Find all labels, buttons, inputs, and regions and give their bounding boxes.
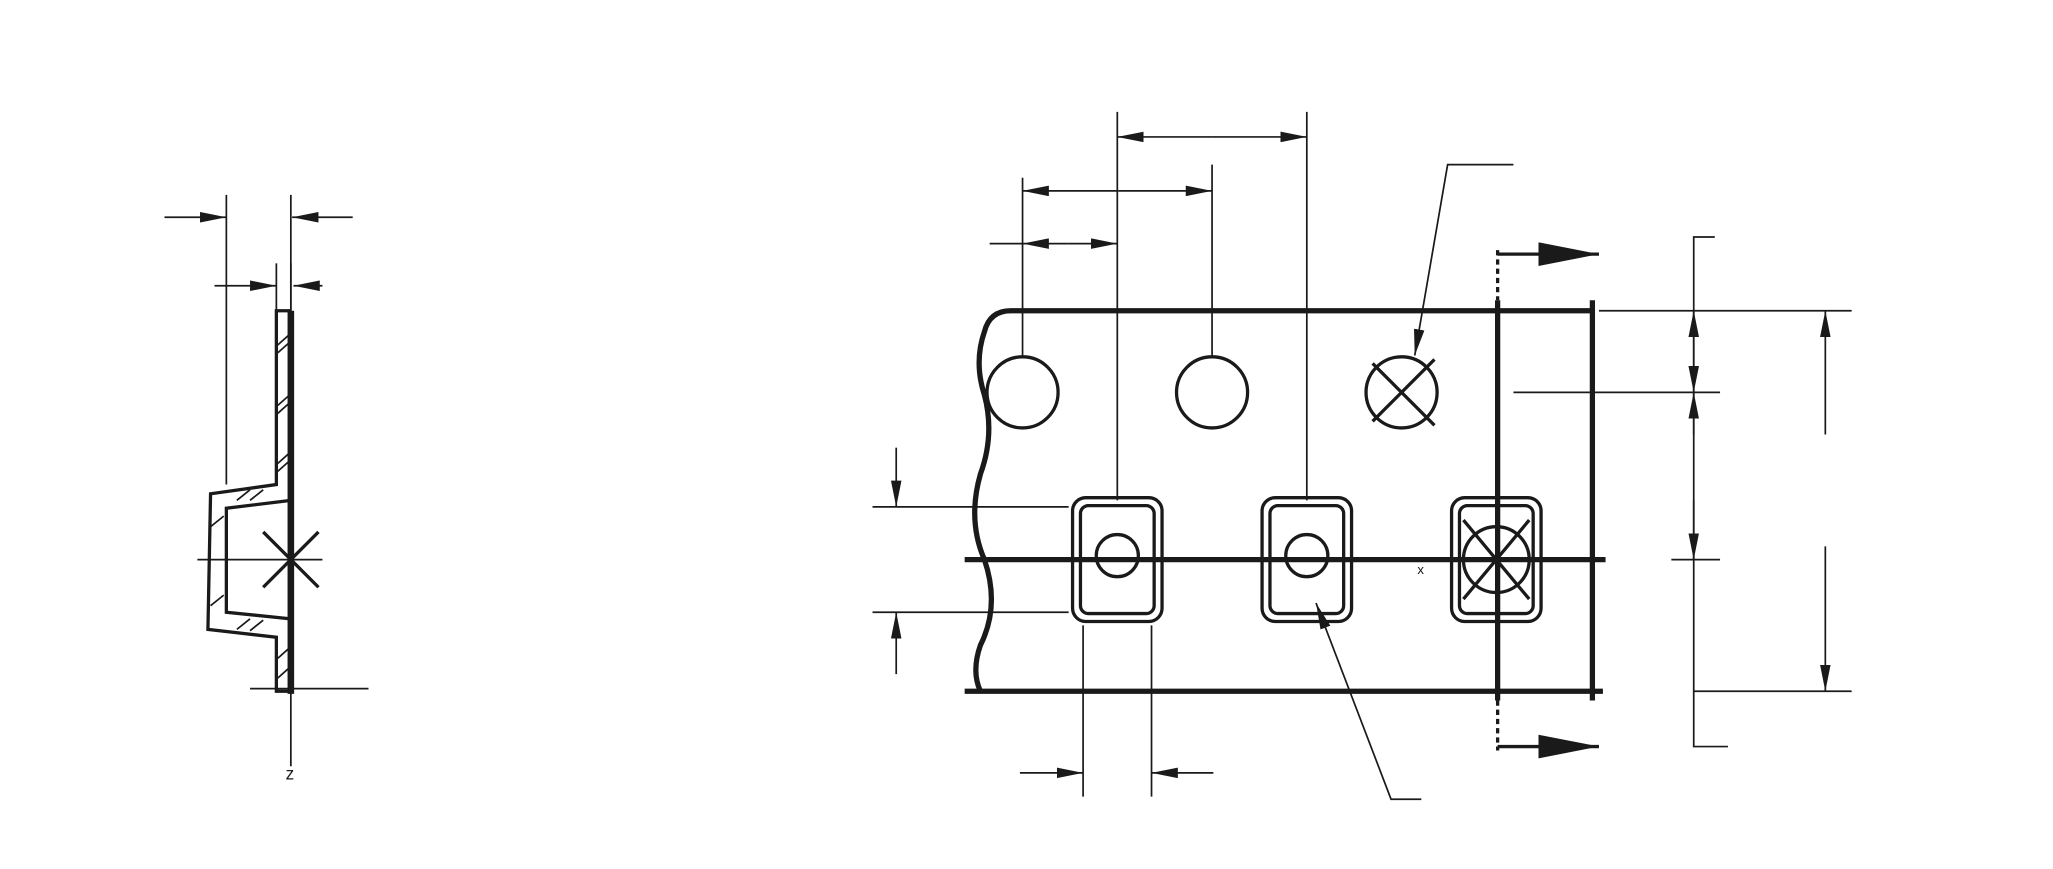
pockets [1070, 496, 1543, 624]
tape-view: x [872, 111, 1852, 801]
pocket-reference [1449, 496, 1543, 624]
z-axis-label: z [286, 764, 295, 783]
pocket-dimensions [872, 447, 1214, 797]
sprocket-hole-reference [1364, 355, 1439, 430]
leaders [1315, 163, 1514, 801]
x-axis-label: x [1417, 562, 1424, 577]
sprocket-hole [985, 355, 1060, 430]
carrier-profile [206, 309, 295, 694]
side-centerlines [197, 263, 369, 767]
sprocket-holes [985, 355, 1439, 430]
width-dimensions [1513, 236, 1852, 748]
pitch-dimensions [989, 111, 1308, 501]
side-view: z [164, 194, 369, 783]
tape-outline [964, 300, 1606, 701]
hatching [210, 333, 291, 679]
side-dimensions [164, 194, 353, 485]
sprocket-hole [1174, 355, 1250, 430]
section-arrows [1495, 242, 1599, 759]
